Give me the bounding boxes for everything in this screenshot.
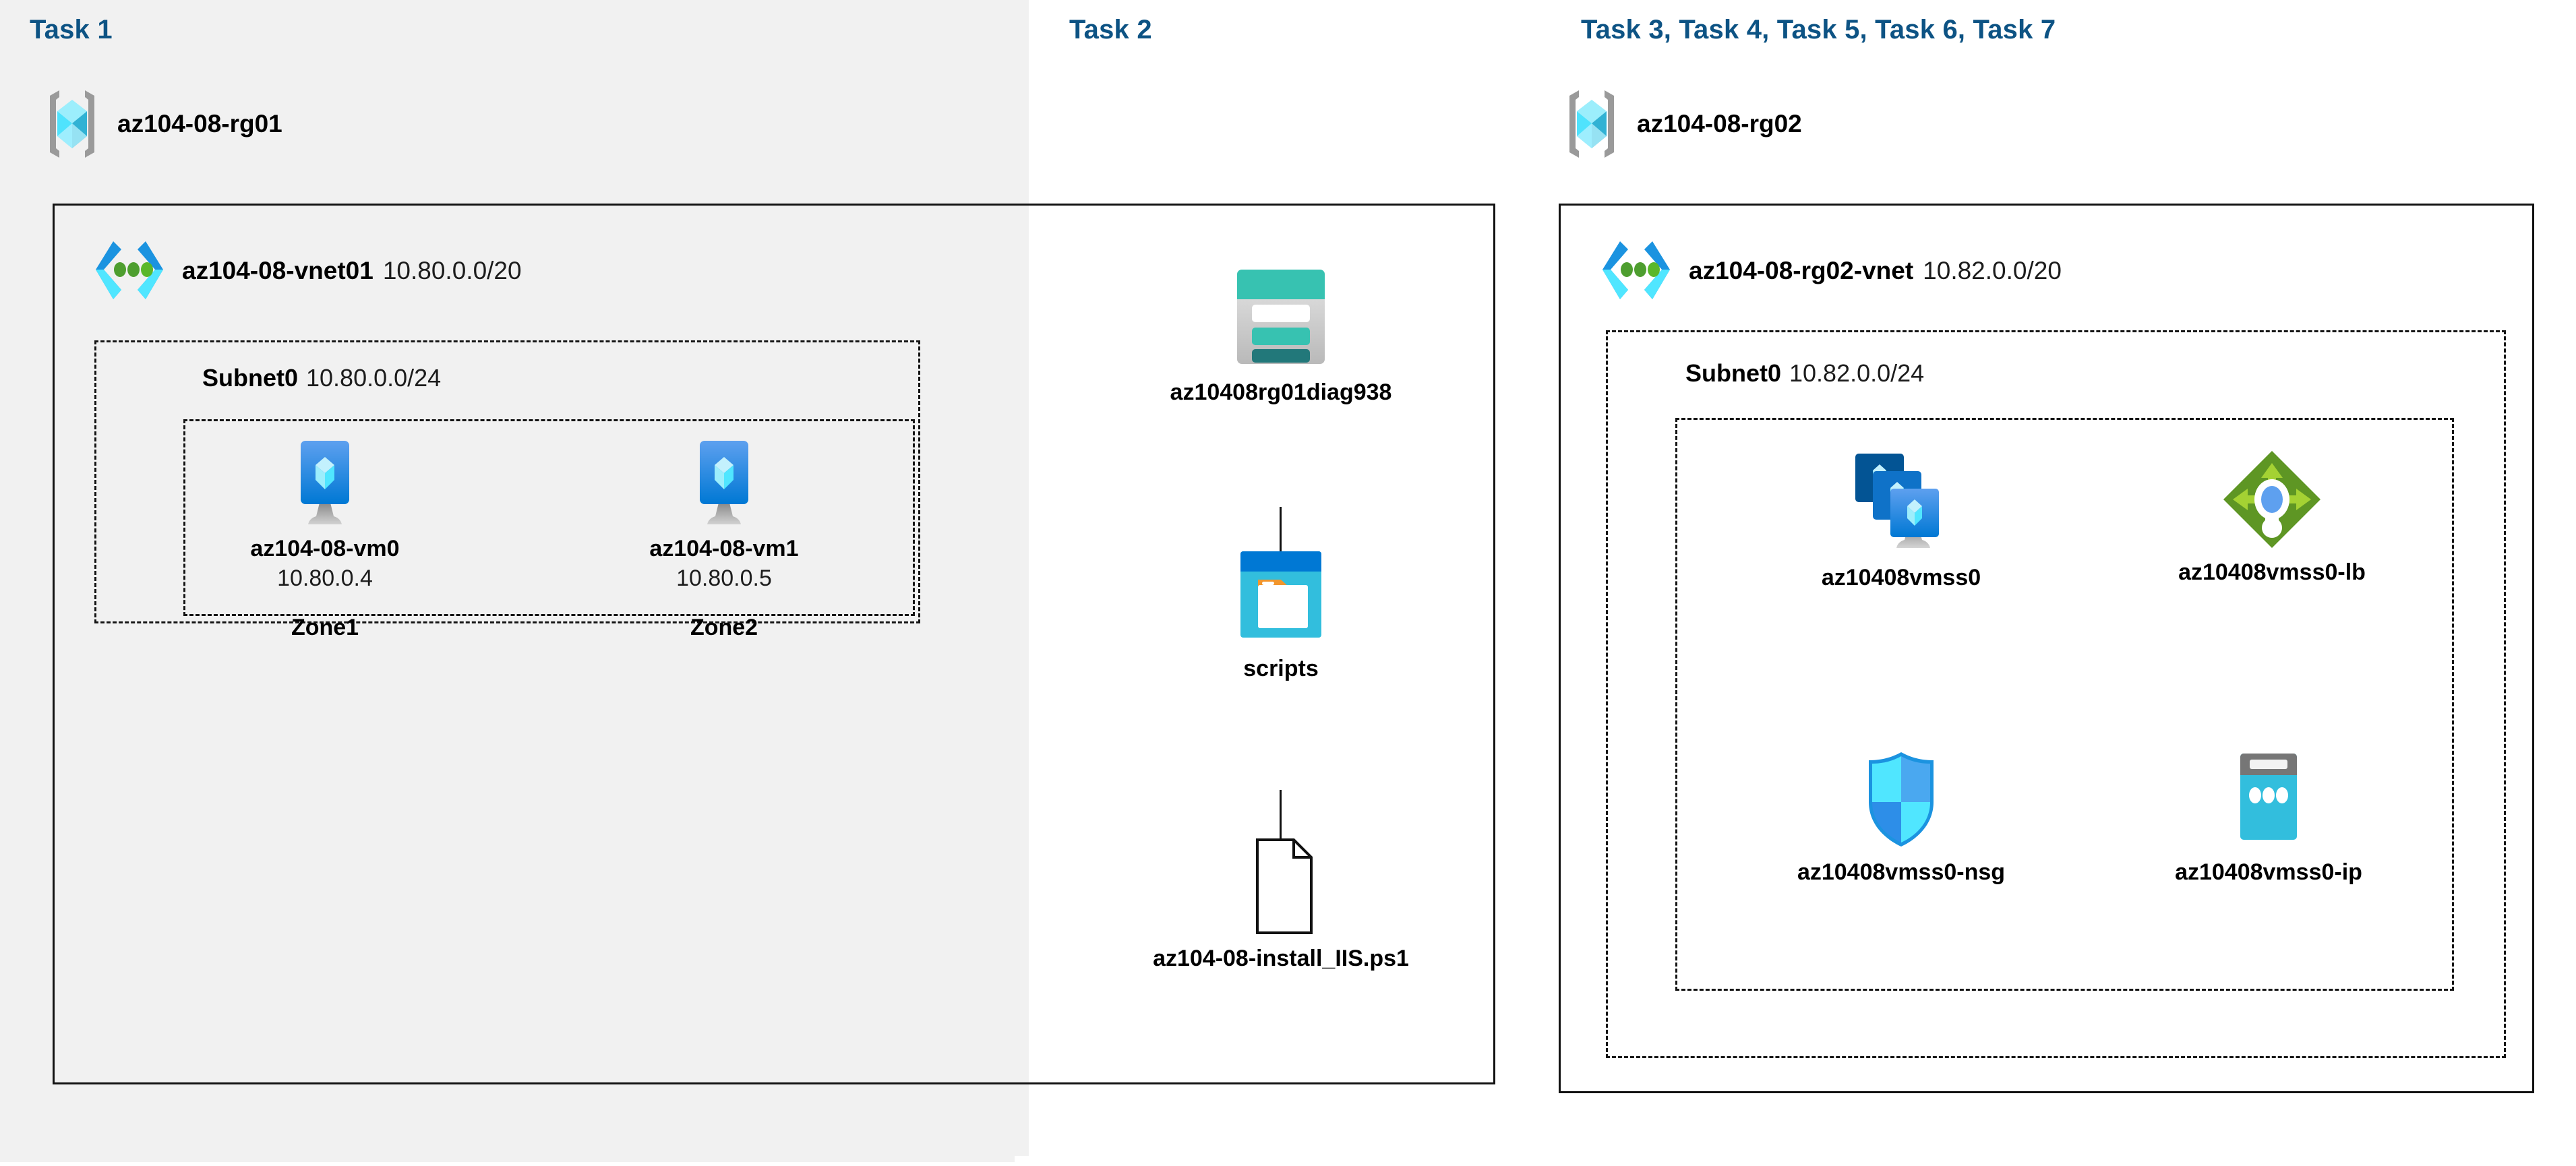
- vmss-group-boundary: [1675, 418, 2454, 991]
- vm-zone: Zone1: [291, 615, 359, 641]
- file-name: az104-08-install_IIS.ps1: [1153, 946, 1409, 971]
- vm-ip: 10.80.0.4: [277, 565, 373, 592]
- vm-ip: 10.80.0.5: [676, 565, 772, 592]
- node-storage-account[interactable]: az10408rg01diag938: [1119, 263, 1443, 406]
- vnet-boundary-vnet02: [1559, 204, 2534, 1093]
- node-load-balancer[interactable]: az10408vmss0-lb: [2124, 448, 2420, 586]
- node-az104-08-vm1[interactable]: az104-08-vm1 10.80.0.5 Zone2: [623, 438, 825, 641]
- subnet-cidr: 10.82.0.0/24: [1789, 359, 1925, 387]
- resource-group-label: az104-08-rg01: [117, 110, 282, 137]
- virtual-machine-icon: [224, 438, 426, 527]
- task-2-title: Task 2: [1069, 15, 1152, 44]
- vm-name: az104-08-vm0: [250, 536, 400, 561]
- network-security-group-name: az10408vmss0-nsg: [1797, 859, 2006, 885]
- file-icon: [1085, 836, 1476, 937]
- vm-name: az104-08-vm1: [649, 536, 799, 561]
- vnet-header-vnet01: az104-08-vnet01 10.80.0.0/20: [94, 237, 522, 305]
- vnet-boundary-vnet01: [53, 204, 1495, 1084]
- node-powershell-file[interactable]: az104-08-install_IIS.ps1: [1085, 836, 1476, 972]
- storage-account-name: az10408rg01diag938: [1170, 379, 1392, 405]
- vnet-name: az104-08-vnet01: [182, 257, 373, 284]
- vm-group-boundary: [183, 419, 915, 616]
- resource-group-icon: [46, 88, 98, 160]
- public-ip-address-icon: [2120, 748, 2417, 851]
- resource-group-rg01: az104-08-rg01: [46, 88, 282, 160]
- load-balancer-icon: [2124, 448, 2420, 551]
- vnet-header-vnet02: az104-08-rg02-vnet 10.82.0.0/20: [1601, 237, 2062, 305]
- subnet-name: Subnet0: [1685, 359, 1782, 387]
- resource-group-rg02: az104-08-rg02: [1565, 88, 1802, 160]
- vnet-cidr: 10.82.0.0/20: [1923, 257, 2062, 284]
- node-blob-container-scripts[interactable]: scripts: [1119, 546, 1443, 682]
- vm-scale-set-name: az10408vmss0: [1821, 565, 1981, 590]
- node-network-security-group[interactable]: az10408vmss0-nsg: [1743, 748, 2060, 886]
- network-security-group-icon: [1743, 748, 2060, 851]
- load-balancer-name: az10408vmss0-lb: [2178, 559, 2366, 585]
- node-public-ip-address[interactable]: az10408vmss0-ip: [2120, 748, 2417, 886]
- node-az104-08-vm0[interactable]: az104-08-vm0 10.80.0.4 Zone1: [224, 438, 426, 641]
- subnet-boundary-vnet01: [94, 340, 920, 623]
- task-3-to-7-title: Task 3, Task 4, Task 5, Task 6, Task 7: [1581, 15, 2056, 44]
- virtual-network-icon: [1601, 237, 1671, 305]
- panel-task-3-to-7: [0, 0, 1029, 1156]
- virtual-network-icon: [94, 237, 164, 305]
- virtual-machine-icon: [623, 438, 825, 527]
- subnet-cidr: 10.80.0.0/24: [306, 364, 442, 392]
- subnet-boundary-vnet02: [1606, 330, 2506, 1058]
- public-ip-address-name: az10408vmss0-ip: [2175, 859, 2362, 885]
- node-vm-scale-set[interactable]: az10408vmss0: [1753, 448, 2049, 591]
- vm-scale-set-icon: [1753, 448, 2049, 556]
- connector-scripts-to-file: [1280, 790, 1282, 841]
- vm-zone: Zone2: [690, 615, 758, 641]
- storage-account-icon: [1119, 263, 1443, 371]
- blob-container-icon: [1119, 546, 1443, 647]
- subnet-name: Subnet0: [202, 364, 299, 392]
- resource-group-icon: [1565, 88, 1618, 160]
- vnet-name: az104-08-rg02-vnet: [1689, 257, 1914, 284]
- resource-group-label: az104-08-rg02: [1637, 110, 1802, 137]
- connector-storage-to-scripts: [1280, 507, 1282, 555]
- vnet-cidr: 10.80.0.0/20: [382, 257, 522, 284]
- task-1-title: Task 1: [30, 15, 113, 44]
- blob-container-name: scripts: [1243, 656, 1319, 681]
